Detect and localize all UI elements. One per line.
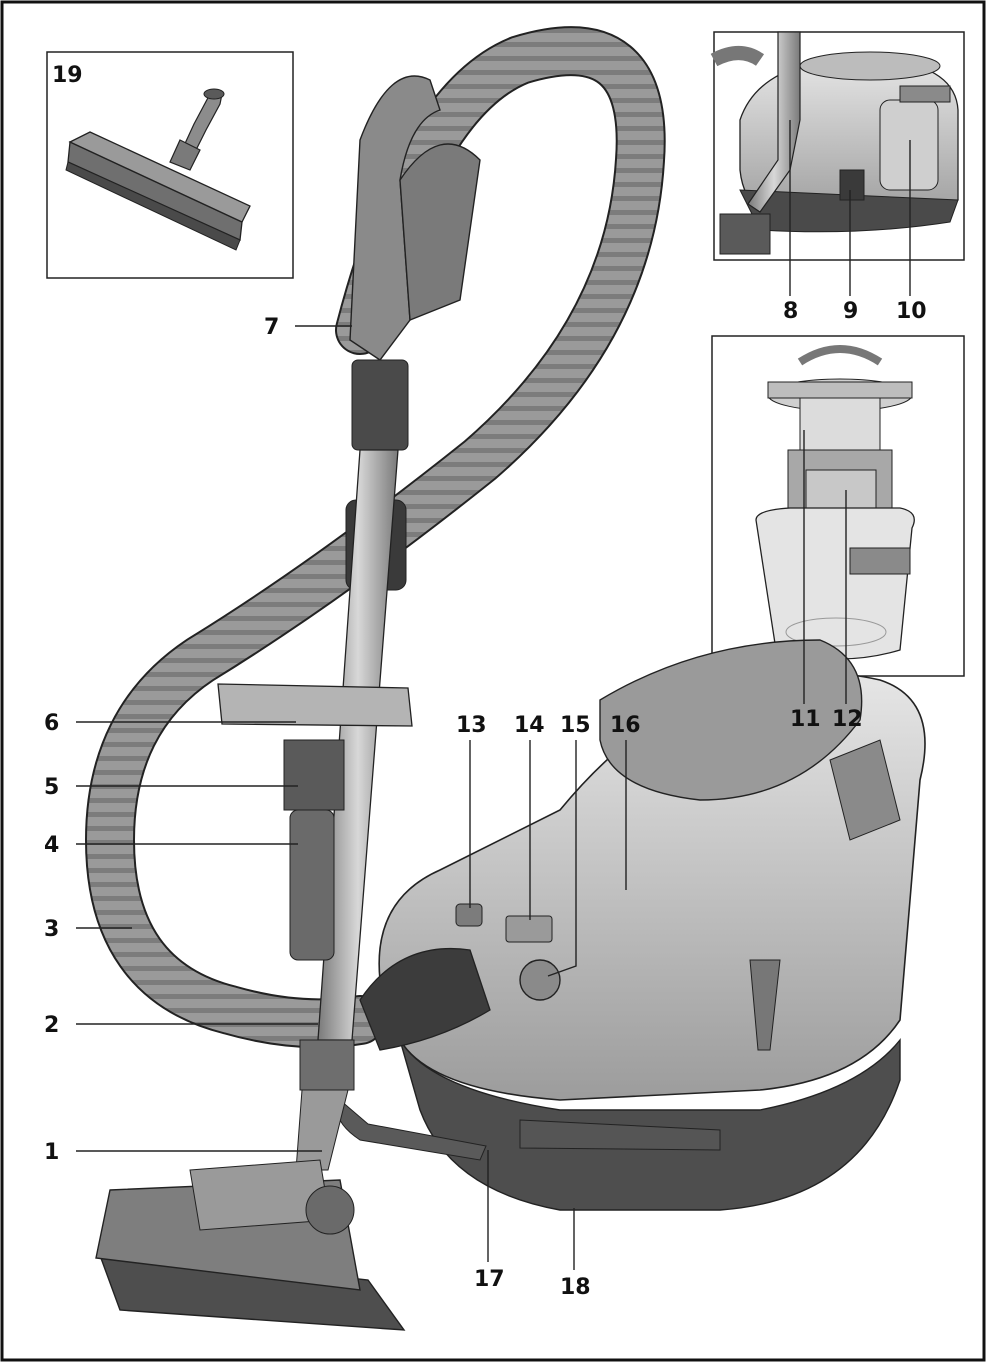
callout-19: 19: [52, 63, 83, 88]
main-vacuum-illustration: [84, 26, 926, 1331]
callout-15: 15: [560, 713, 591, 738]
callout-16: 16: [610, 713, 641, 738]
callout-14: 14: [514, 713, 545, 738]
callout-9: 9: [843, 299, 858, 324]
callout-2: 2: [44, 1013, 59, 1038]
callout-12: 12: [832, 707, 863, 732]
callout-17: 17: [474, 1267, 505, 1292]
leader-15: [547, 740, 577, 977]
container-detail-illustration: [710, 31, 959, 255]
callout-3: 3: [44, 917, 59, 942]
callout-8: 8: [783, 299, 798, 324]
callout-13: 13: [456, 713, 487, 738]
callout-10: 10: [896, 299, 927, 324]
filter-assembly-illustration: [755, 345, 915, 660]
callout-18: 18: [560, 1275, 591, 1300]
callout-5: 5: [44, 775, 59, 800]
parquet-nozzle-accessory: [65, 88, 251, 251]
callout-11: 11: [790, 707, 821, 732]
callout-4: 4: [44, 833, 59, 858]
callout-1: 1: [44, 1140, 59, 1165]
callout-7: 7: [264, 315, 279, 340]
callout-6: 6: [44, 711, 59, 736]
